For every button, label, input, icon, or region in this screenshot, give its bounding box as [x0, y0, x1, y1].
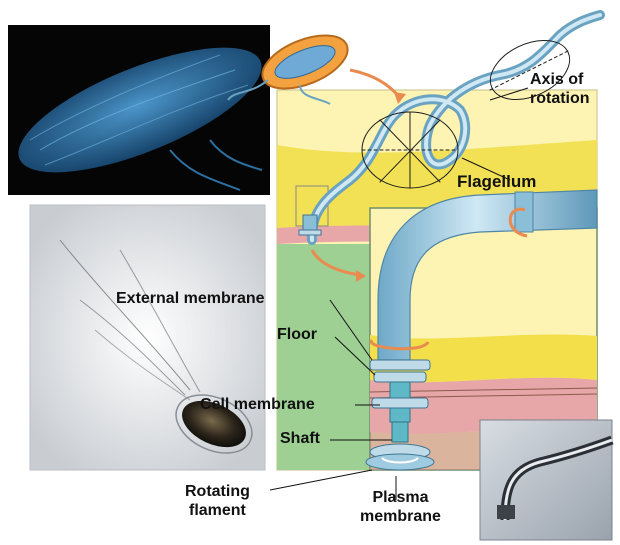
label-floor: Floor	[277, 326, 317, 344]
label-axis-of-rotation: Axis of rotation	[530, 70, 590, 108]
label-rotating-filament: Rotating flament	[185, 482, 250, 520]
tem-photo	[30, 205, 265, 470]
sem-photo	[4, 22, 277, 197]
label-shaft: Shaft	[280, 430, 320, 448]
micrograph-inset	[480, 420, 612, 540]
label-plasma-membrane: Plasma membrane	[360, 488, 441, 526]
label-cell-membrane: Cell membrane	[200, 396, 315, 414]
label-external-membrane: External membrane	[116, 290, 265, 308]
label-flagellum: Flagellum	[457, 172, 536, 192]
